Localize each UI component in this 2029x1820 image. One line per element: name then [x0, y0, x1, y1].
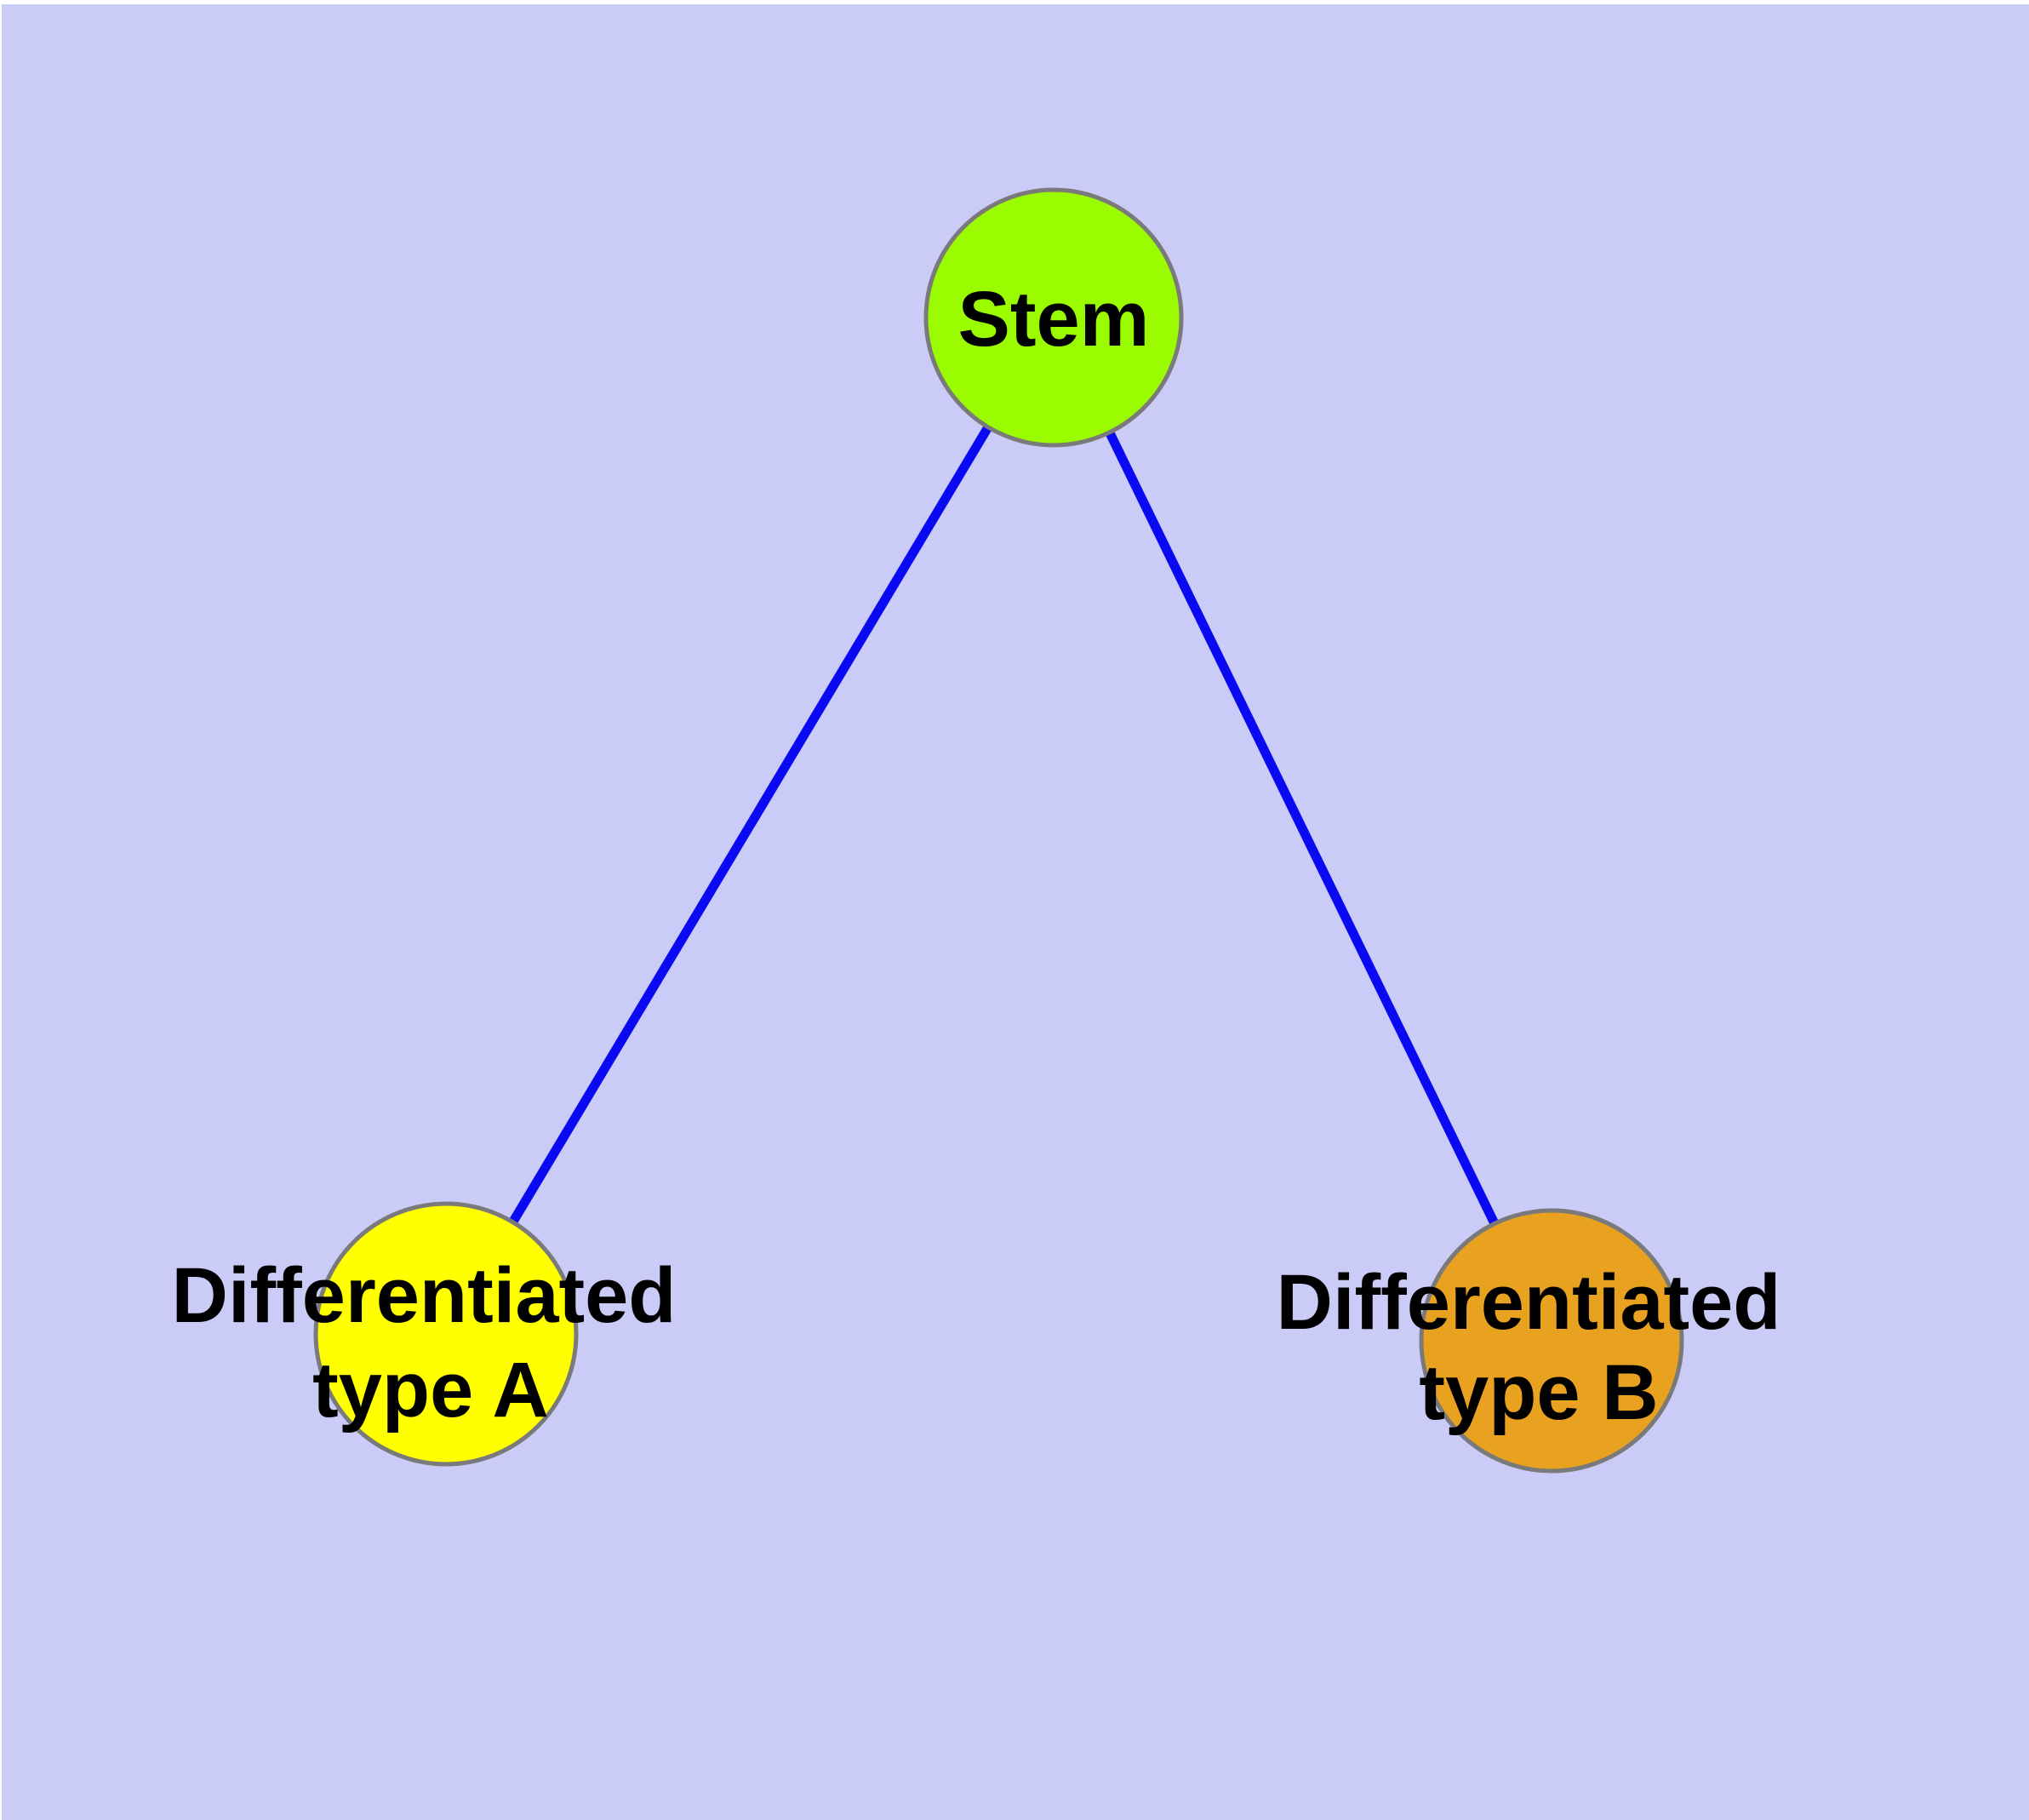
node-label-type-a-line1: Differentiated	[172, 1252, 677, 1339]
edge-stem-to-type-a	[442, 315, 1058, 1336]
node-stem	[923, 187, 1184, 448]
node-label-type-a-line2: type A	[312, 1347, 549, 1434]
node-differentiated-type-a	[313, 1201, 579, 1467]
node-label-stem: Stem	[958, 276, 1150, 363]
node-label-type-b-line1: Differentiated	[1277, 1259, 1781, 1346]
node-differentiated-type-b	[1419, 1208, 1684, 1474]
edge-stem-to-type-b	[1049, 315, 1556, 1343]
node-label-type-b-line2: type B	[1419, 1349, 1658, 1436]
